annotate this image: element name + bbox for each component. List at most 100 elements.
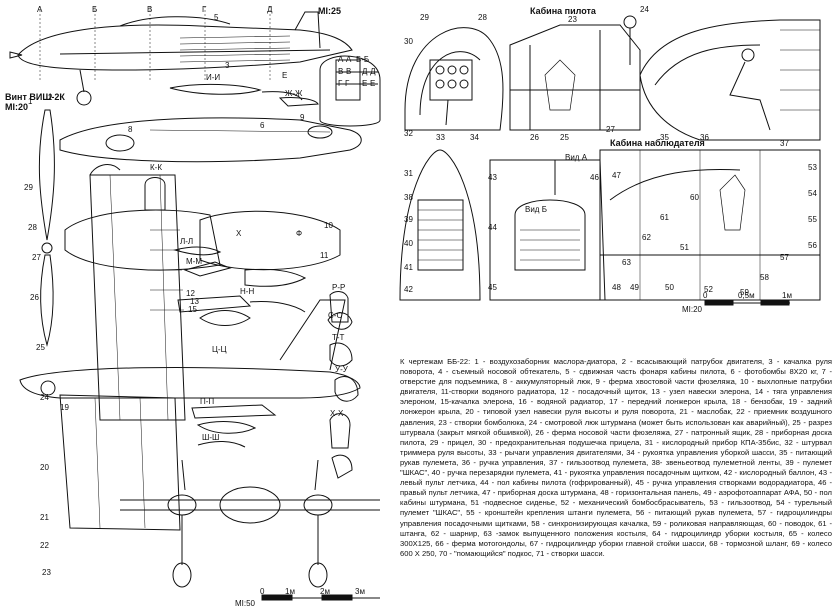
- callout-3: 3: [225, 61, 230, 70]
- callout-21: 21: [40, 513, 49, 522]
- cockpit-scale-0: 0: [703, 291, 708, 300]
- callout-11: 11: [320, 251, 329, 260]
- section-shsh: Ш-Ш: [202, 433, 219, 442]
- cockpit-scale-1: 0,5м: [738, 291, 755, 300]
- section-tt: Т-Т: [332, 333, 345, 342]
- cockpit-scale-label: МI:20: [682, 305, 703, 314]
- marker-b: Б: [92, 5, 97, 14]
- c-callout-39: 39: [404, 215, 413, 224]
- c-callout-23: 23: [568, 15, 577, 24]
- c-callout-52: 52: [704, 285, 713, 294]
- c-callout-58: 58: [760, 273, 769, 282]
- top-view-scale: МI:25: [318, 6, 341, 16]
- main-scale-0: 0: [260, 587, 265, 596]
- side-view: [9, 6, 353, 106]
- main-scale-1: 1м: [285, 587, 295, 596]
- section-nn: Н-Н: [240, 287, 254, 296]
- c-callout-55: 55: [808, 215, 817, 224]
- c-callout-44: 44: [488, 223, 497, 232]
- c-callout-47: 47: [612, 171, 621, 180]
- section-ss: С-С: [328, 311, 342, 320]
- callout-25: 25: [36, 343, 45, 352]
- c-callout-61: 61: [660, 213, 669, 222]
- marker-e: Е: [282, 71, 287, 80]
- c-callout-37: 37: [780, 139, 789, 148]
- pilot-cabin-title: Кабина пилота: [530, 6, 597, 16]
- small-profiles: [169, 83, 319, 107]
- c-callout-34: 34: [470, 133, 479, 142]
- c-callout-62: 62: [642, 233, 651, 242]
- main-scale-2: 2м: [320, 587, 330, 596]
- section-uu: У-У: [335, 365, 349, 374]
- section-vv: В-В: [338, 67, 351, 76]
- propeller-label: Винт ВИШ-2К: [5, 92, 65, 102]
- c-callout-57: 57: [780, 253, 789, 262]
- c-callout-48: 48: [612, 283, 621, 292]
- callout-12: 12: [186, 289, 195, 298]
- drawing-labels: МI:25 А Б В Г Д Е А-А Б-Б В-В Г-Г Д-Д Е-…: [5, 5, 817, 608]
- c-callout-26: 26: [530, 133, 539, 142]
- c-callout-24: 24: [640, 5, 649, 14]
- c-callout-51: 51: [680, 243, 689, 252]
- section-f: Ф: [296, 229, 302, 238]
- section-h: Х: [236, 229, 242, 238]
- detail-sections: [144, 177, 359, 479]
- c-callout-45: 45: [488, 283, 497, 292]
- c-callout-35: 35: [660, 133, 669, 142]
- front-view: [120, 459, 380, 588]
- callout-24: 24: [40, 393, 49, 402]
- propeller-scale: МI:20: [5, 102, 28, 112]
- navigator-cabin-title: Кабина наблюдателя: [610, 138, 705, 148]
- section-aa: А-А: [338, 55, 352, 64]
- cockpit-scale-2: 1м: [782, 291, 792, 300]
- section-kk: К-К: [150, 163, 162, 172]
- c-callout-42: 42: [404, 285, 413, 294]
- callout-22: 22: [40, 541, 49, 550]
- section-gg: Г-Г: [338, 79, 350, 88]
- lower-profile-view: [59, 117, 362, 163]
- section-ll: Л-Л: [180, 237, 193, 246]
- cockpit-drawings: [399, 15, 821, 301]
- section-mm: М-М: [186, 257, 202, 266]
- c-callout-50: 50: [665, 283, 674, 292]
- c-callout-56: 56: [808, 241, 817, 250]
- callout-8: 8: [128, 125, 133, 134]
- callout-20: 20: [40, 463, 49, 472]
- c-callout-32: 32: [404, 129, 413, 138]
- callout-28: 28: [28, 223, 37, 232]
- c-callout-43: 43: [488, 173, 497, 182]
- marker-a: А: [37, 5, 43, 14]
- c-callout-46: 46: [590, 173, 599, 182]
- c-callout-49: 49: [630, 283, 639, 292]
- section-pp: П-П: [200, 397, 214, 406]
- scale-bar-cockpit: [704, 299, 790, 306]
- c-callout-41: 41: [404, 263, 413, 272]
- c-callout-54: 54: [808, 189, 817, 198]
- callout-26: 26: [30, 293, 39, 302]
- callout-1: 1: [28, 97, 33, 106]
- c-callout-33: 33: [436, 133, 445, 142]
- callout-23: 23: [42, 568, 51, 577]
- marker-g: Г: [202, 5, 207, 14]
- callout-2: 2: [48, 93, 53, 102]
- main-scale-3: 3м: [355, 587, 365, 596]
- callout-6: 6: [260, 121, 265, 130]
- legend-caption: К чертежам ББ-22: 1 - воздухозаборник ма…: [400, 357, 832, 558]
- callout-9: 9: [300, 113, 305, 122]
- c-callout-40: 40: [404, 239, 413, 248]
- marker-v: В: [147, 5, 152, 14]
- marker-d: Д: [267, 5, 273, 14]
- section-tsts: Ц-Ц: [212, 345, 227, 354]
- callout-5: 5: [214, 13, 219, 22]
- main-scale-label: МI:50: [235, 599, 256, 608]
- c-callout-38: 38: [404, 193, 413, 202]
- c-callout-25: 25: [560, 133, 569, 142]
- c-callout-31: 31: [404, 169, 413, 178]
- view-a-label: Вид А: [565, 153, 588, 162]
- plan-view: [19, 109, 361, 531]
- c-callout-63: 63: [622, 258, 631, 267]
- section-bb: Б-Б: [356, 55, 369, 64]
- callout-15: 15: [188, 305, 197, 314]
